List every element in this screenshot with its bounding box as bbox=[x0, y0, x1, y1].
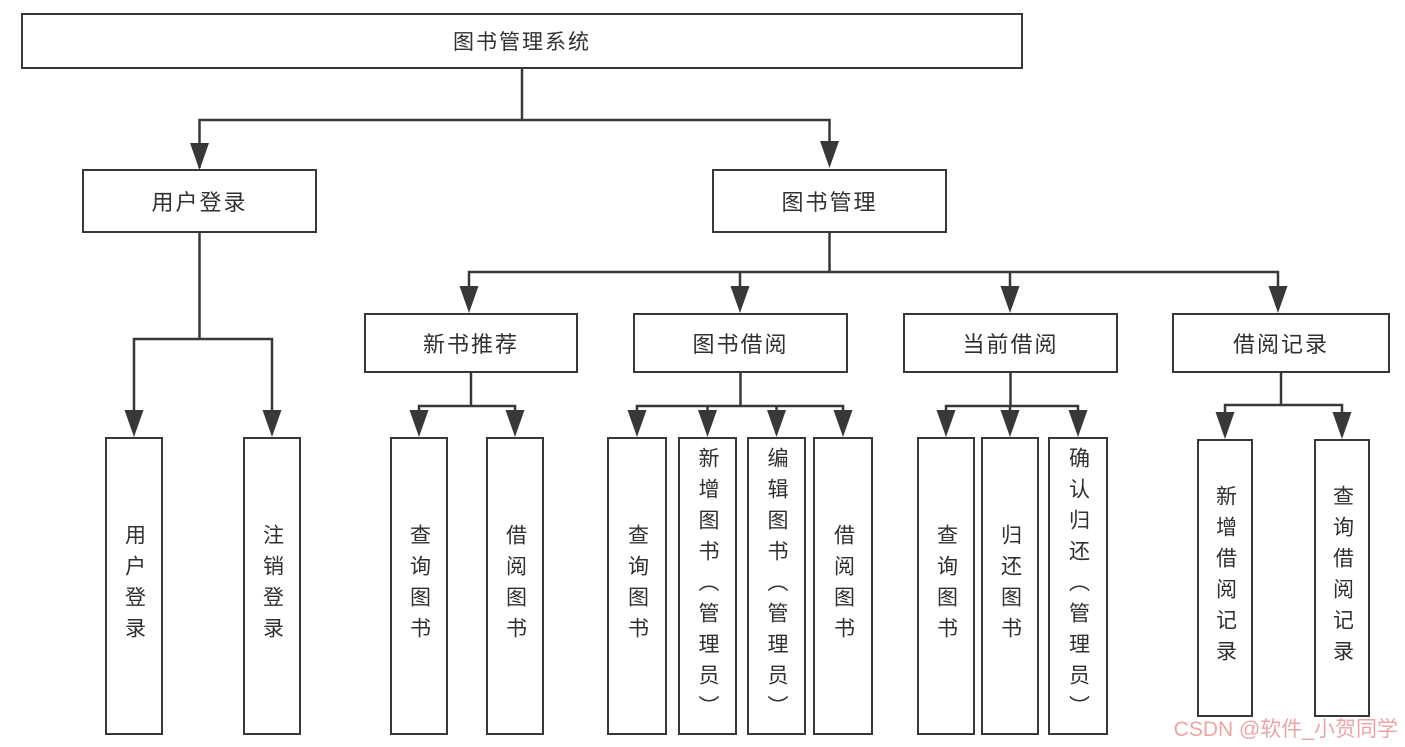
node-borrow-records: 借阅记录 bbox=[1172, 313, 1390, 373]
leaf-edit-book-admin-label: 编辑图书（管理员） bbox=[765, 446, 788, 726]
node-root: 图书管理系统 bbox=[21, 13, 1023, 69]
leaf-query-book-3: 查询图书 bbox=[917, 437, 975, 735]
node-current-borrowing-label: 当前借阅 bbox=[962, 332, 1059, 357]
node-user-login-label: 用户登录 bbox=[151, 190, 248, 215]
leaf-query-book-2-label: 查询图书 bbox=[625, 524, 649, 648]
leaf-confirm-return-admin: 确认归还（管理员） bbox=[1048, 437, 1108, 735]
leaf-add-book-admin-label: 新增图书（管理员） bbox=[696, 446, 719, 726]
node-current-borrowing: 当前借阅 bbox=[903, 313, 1118, 373]
leaf-add-borrow-record: 新增借阅记录 bbox=[1197, 439, 1253, 717]
leaf-logout-label: 注销登录 bbox=[260, 524, 284, 648]
leaf-query-borrow-record-label: 查询借阅记录 bbox=[1330, 485, 1354, 671]
leaf-query-book-1-label: 查询图书 bbox=[407, 524, 431, 648]
leaf-query-book-2: 查询图书 bbox=[607, 437, 667, 735]
leaf-borrow-book-1-label: 借阅图书 bbox=[503, 524, 527, 648]
leaf-query-book-3-label: 查询图书 bbox=[934, 524, 958, 648]
leaf-borrow-book-2-label: 借阅图书 bbox=[831, 524, 855, 648]
node-book-management-label: 图书管理 bbox=[781, 190, 878, 215]
leaf-confirm-return-admin-label: 确认归还（管理员） bbox=[1066, 446, 1090, 726]
leaf-logout: 注销登录 bbox=[243, 437, 301, 735]
node-book-borrowing-label: 图书借阅 bbox=[692, 332, 789, 357]
leaf-edit-book-admin: 编辑图书（管理员） bbox=[747, 437, 806, 735]
node-root-label: 图书管理系统 bbox=[453, 31, 591, 54]
leaf-query-borrow-record: 查询借阅记录 bbox=[1314, 439, 1370, 717]
node-borrow-records-label: 借阅记录 bbox=[1232, 332, 1329, 357]
csdn-watermark: CSDN @软件_小贺同学 bbox=[1173, 718, 1398, 741]
node-book-management: 图书管理 bbox=[712, 169, 947, 233]
leaf-return-book: 归还图书 bbox=[981, 437, 1039, 735]
node-new-book-recommend-label: 新书推荐 bbox=[422, 332, 519, 357]
leaf-borrow-book-1: 借阅图书 bbox=[486, 437, 544, 735]
node-new-book-recommend: 新书推荐 bbox=[364, 313, 578, 373]
leaf-return-book-label: 归还图书 bbox=[998, 524, 1022, 648]
leaf-user-login: 用户登录 bbox=[105, 437, 163, 735]
leaf-add-borrow-record-label: 新增借阅记录 bbox=[1213, 485, 1237, 671]
leaf-borrow-book-2: 借阅图书 bbox=[813, 437, 873, 735]
leaf-add-book-admin: 新增图书（管理员） bbox=[678, 437, 737, 735]
node-book-borrowing: 图书借阅 bbox=[633, 313, 848, 373]
leaf-user-login-label: 用户登录 bbox=[122, 524, 146, 648]
leaf-query-book-1: 查询图书 bbox=[390, 437, 448, 735]
node-user-login: 用户登录 bbox=[82, 169, 317, 233]
